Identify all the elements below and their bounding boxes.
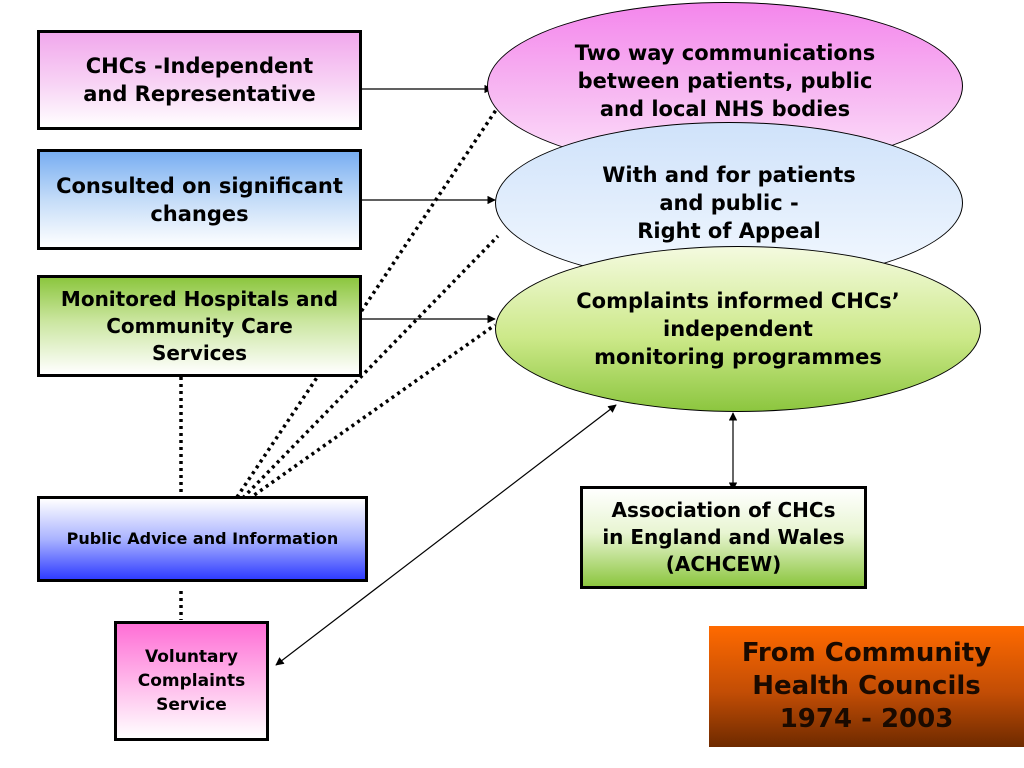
title-block: From Community Health Councils 1974 - 20… xyxy=(709,626,1024,747)
box-consulted: Consulted on significant changes xyxy=(37,149,362,250)
box-independent: CHCs -Independent and Representative xyxy=(37,30,362,130)
box-monitored: Monitored Hospitals and Community Care S… xyxy=(37,275,362,377)
ellipse-complaints-text: Complaints informed CHCs’ independent mo… xyxy=(576,289,900,369)
dotted-advice-to-appeal xyxy=(236,234,500,505)
box-voluntary-text: Voluntary Complaints Service xyxy=(137,647,246,715)
box-advice: Public Advice and Information xyxy=(37,496,368,582)
title-text: From Community Health Councils 1974 - 20… xyxy=(741,638,992,734)
ellipse-communications-text: Two way communications between patients,… xyxy=(574,41,876,121)
box-consulted-text: Consulted on significant changes xyxy=(56,173,343,226)
arrow-voluntary-complaints xyxy=(275,404,617,666)
box-voluntary: Voluntary Complaints Service xyxy=(114,621,269,741)
ellipse-appeal-text: With and for patients and public - Right… xyxy=(602,163,856,243)
dotted-advice-to-communications xyxy=(231,109,498,504)
box-association: Association of CHCs in England and Wales… xyxy=(580,486,867,589)
box-advice-text: Public Advice and Information xyxy=(66,529,339,548)
box-monitored-text: Monitored Hospitals and Community Care S… xyxy=(60,286,339,365)
dotted-advice-to-complaints xyxy=(241,323,497,505)
box-independent-text: CHCs -Independent and Representative xyxy=(83,54,316,106)
ellipse-complaints: Complaints informed CHCs’ independent mo… xyxy=(495,246,981,412)
box-association-text: Association of CHCs in England and Wales… xyxy=(602,498,845,576)
